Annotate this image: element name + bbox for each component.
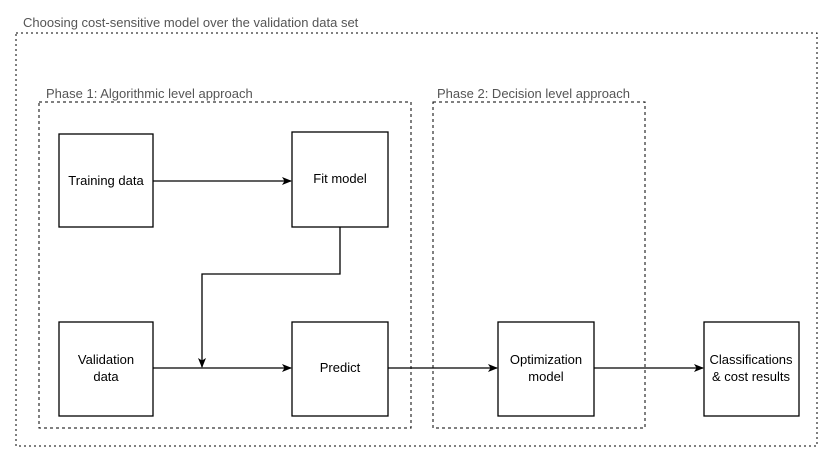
node-validation-data: Validation data [58, 321, 154, 417]
node-classifications: Classifications & cost results [703, 321, 800, 417]
node-validation-data-label-line2: data [93, 369, 119, 384]
node-optimization-model-label-line2: model [528, 369, 564, 384]
node-classifications-label-line2: & cost results [712, 369, 791, 384]
node-optimization-model-label: Optimization [510, 352, 582, 367]
group-phase2-border [432, 101, 646, 429]
node-fit-model: Fit model [291, 131, 389, 228]
group-phase2: Phase 2: Decision level approach [432, 86, 646, 429]
node-validation-data-label: Validation [78, 352, 134, 367]
edge-fit-to-predict [198, 227, 341, 368]
node-predict: Predict [291, 321, 389, 417]
node-optimization-model-box [497, 321, 595, 417]
group-phase1-label: Phase 1: Algorithmic level approach [46, 86, 253, 101]
node-predict-label: Predict [320, 360, 361, 375]
node-fit-model-label: Fit model [313, 171, 367, 186]
node-optimization-model: Optimization model [497, 321, 595, 417]
node-predict-box [291, 321, 389, 417]
edges [153, 177, 704, 372]
group-phase1-border [38, 101, 412, 429]
node-fit-model-box [291, 131, 389, 228]
group-outer-border [15, 32, 818, 447]
group-outer: Choosing cost-sensitive model over the v… [15, 15, 818, 447]
node-training-data-label: Training data [68, 173, 144, 188]
group-phase1: Phase 1: Algorithmic level approach [38, 86, 412, 429]
node-validation-data-box [58, 321, 154, 417]
group-outer-label: Choosing cost-sensitive model over the v… [23, 15, 359, 30]
node-training-data-box [58, 133, 154, 228]
node-classifications-label: Classifications [709, 352, 793, 367]
node-classifications-box [703, 321, 800, 417]
node-training-data: Training data [58, 133, 154, 228]
group-phase2-label: Phase 2: Decision level approach [437, 86, 630, 101]
